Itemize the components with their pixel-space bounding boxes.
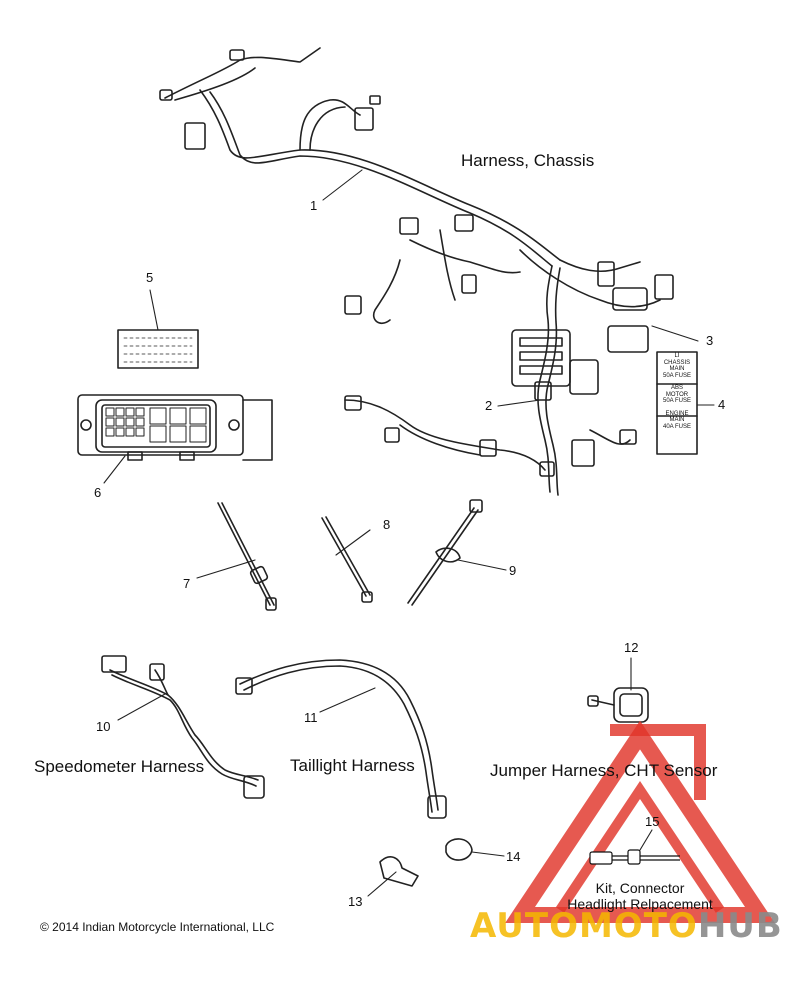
jumper-harness [587, 687, 649, 723]
fuse-label-text: LI CHASSIS MAIN 50A FUSE ABS MOTOR 50A F… [657, 353, 697, 430]
title-taillight-harness: Taillight Harness [290, 756, 415, 775]
copyright-text: © 2014 Indian Motorcycle International, … [40, 920, 275, 934]
fuse-label [656, 351, 698, 455]
cable-tie-8 [321, 516, 373, 603]
fuse-line4: 50A FUSE [662, 372, 691, 379]
callout-12: 12 [624, 640, 639, 655]
callout-3: 3 [706, 333, 714, 348]
cable-tie-7 [217, 502, 277, 611]
callout-4: 4 [718, 397, 726, 412]
callout-7: 7 [183, 576, 191, 591]
watermark-logo [505, 720, 775, 923]
callout-10: 10 [96, 719, 111, 734]
title-kit-connector: Kit, Connector Headlight Relpacement [548, 880, 732, 912]
callout-9: 9 [509, 563, 517, 578]
title-harness-chassis: Harness, Chassis [461, 151, 595, 170]
chassis-harness [159, 47, 674, 496]
callout-5: 5 [146, 270, 154, 285]
fuse-line3: MAIN [669, 366, 685, 372]
fuse-line8: ENGINE [665, 410, 689, 417]
callout-1: 1 [310, 198, 318, 213]
relay-label [117, 329, 199, 369]
callout-leaders [103, 169, 715, 897]
watermark-wordmark: AUTOMOTOHUB [470, 906, 783, 946]
callout-14: 14 [506, 849, 521, 864]
fuse-line7: 50A FUSE [662, 398, 691, 404]
callout-6: 6 [94, 485, 102, 500]
taillight-harness [235, 659, 447, 819]
callout-2: 2 [485, 398, 493, 413]
title-speedometer-harness: Speedometer Harness [34, 757, 205, 776]
cable-tie-9 [407, 499, 483, 606]
fuse-line1: LI [674, 353, 680, 359]
kit-line1: Kit, Connector [595, 880, 685, 896]
fuse-line5: ABS [670, 385, 683, 391]
callout-13: 13 [348, 894, 363, 909]
callout-11: 11 [304, 710, 318, 725]
clamp-13 [379, 856, 419, 887]
connector-kit [589, 849, 680, 865]
watermark-part2: HUB [697, 906, 783, 946]
speedometer-harness [101, 655, 265, 799]
fuse-line10: 40A FUSE [662, 423, 691, 430]
fuse-line9: MAIN [669, 417, 685, 423]
fuse-line2: CHASSIS [663, 359, 691, 366]
watermark-part1: AUTOMOTO [470, 906, 698, 946]
clamp-14 [445, 838, 473, 861]
title-jumper-harness: Jumper Harness, CHT Sensor [490, 761, 718, 780]
fuse-box [77, 394, 273, 461]
callout-15: 15 [645, 814, 660, 829]
callout-8: 8 [383, 517, 391, 532]
kit-line2: Headlight Relpacement [567, 896, 713, 912]
fuse-line6: MOTOR [665, 391, 689, 398]
